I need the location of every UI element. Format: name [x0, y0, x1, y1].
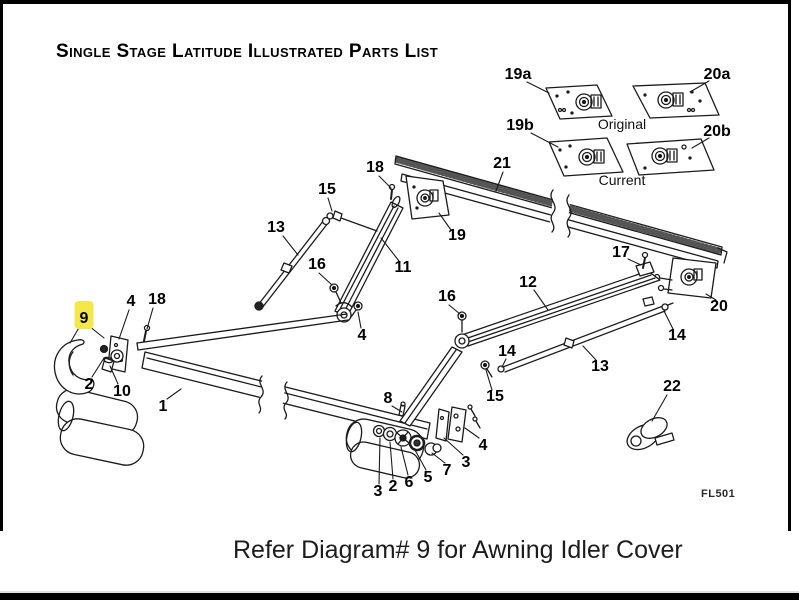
- part-rod-13-left: [254, 216, 331, 311]
- part-roller-tube-1: [141, 351, 431, 440]
- part-lower-arm-right: [399, 346, 463, 427]
- part-plate-19: [405, 175, 450, 220]
- page-title: Single Stage Latitude Illustrated Parts …: [56, 41, 439, 62]
- part-elbow-right: [454, 311, 470, 349]
- bottom-edge-bar: [0, 591, 799, 600]
- part-rod-13-right: [480, 296, 674, 378]
- part-bolt-15-left: [326, 210, 378, 232]
- part-plate-20b: [626, 138, 715, 176]
- drawing-number: FL501: [701, 488, 736, 500]
- part-arm-12: [455, 251, 661, 347]
- leader-lines: [69, 80, 717, 485]
- part-rail-21: [394, 155, 728, 269]
- part-front-arm: [136, 313, 349, 351]
- part-plate-20: [653, 257, 717, 299]
- part-arm-11: [334, 183, 404, 318]
- part-idler-cover-9: [53, 339, 95, 395]
- inset-label-current: Current: [598, 172, 646, 188]
- part-left-fabric-roll: [55, 388, 145, 466]
- part-clip-22: [626, 417, 675, 451]
- part-plate-20a: [632, 82, 720, 119]
- part-hub-assembly: [372, 401, 481, 456]
- part-plate-19a: [545, 84, 613, 120]
- part-plate-19b: [548, 137, 624, 177]
- caption-text: Refer Diagram# 9 for Awning Idler Cover: [233, 536, 683, 564]
- inset-label-original: Original: [597, 116, 647, 132]
